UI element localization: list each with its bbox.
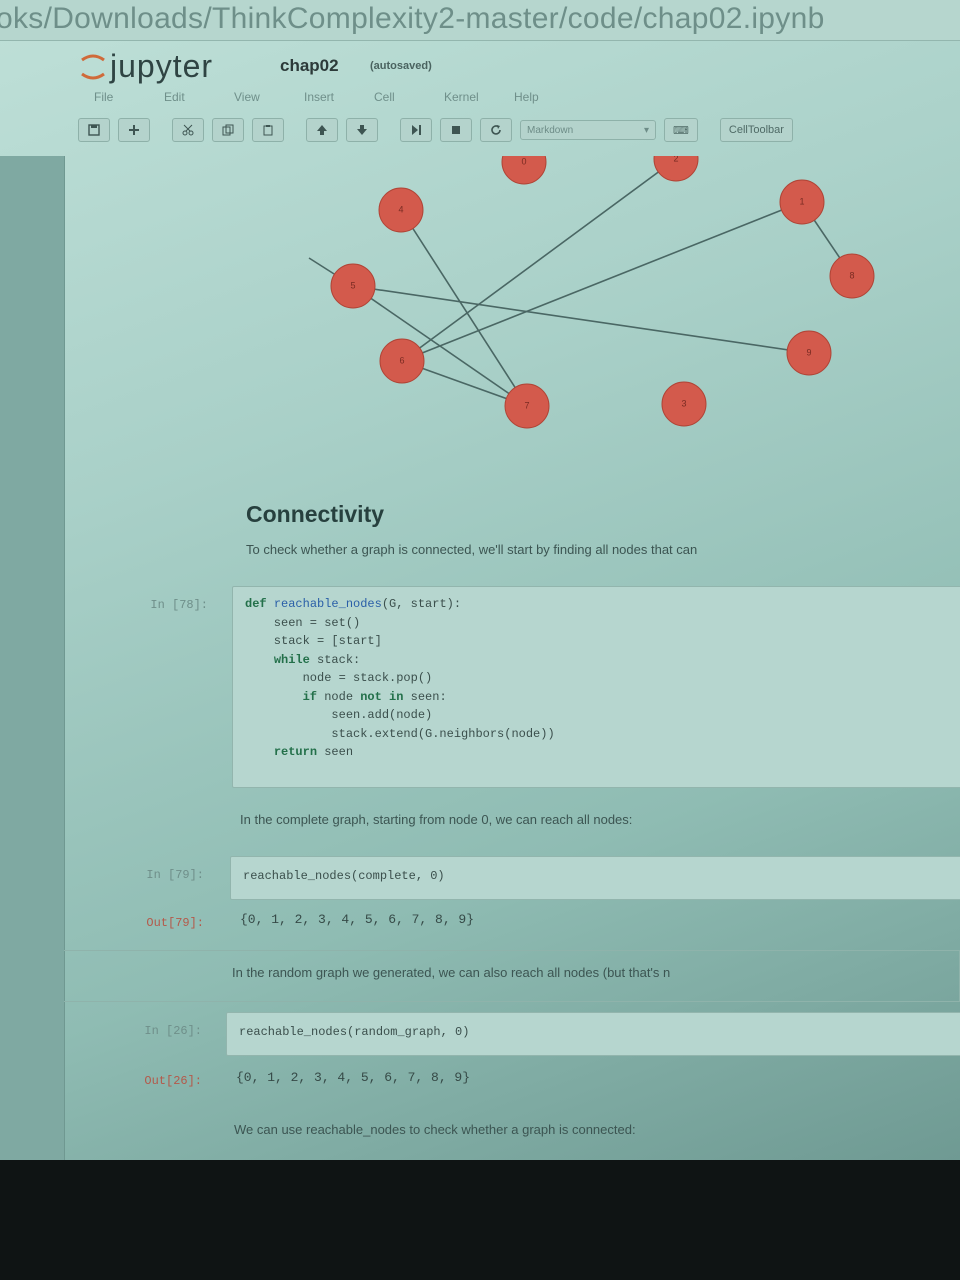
restart-icon[interactable] (480, 118, 512, 142)
svg-text:5: 5 (350, 280, 355, 290)
graph-node-5: 5 (330, 263, 376, 309)
code-line: stack = [start] (245, 634, 382, 648)
svg-text:1: 1 (799, 196, 804, 206)
celltoolbar-label: CellToolbar (728, 124, 784, 136)
move-up-icon[interactable] (306, 118, 338, 142)
graph-edge-4-7 (400, 209, 528, 407)
svg-text:2: 2 (673, 156, 678, 163)
notebook-toolbar: Markdown ▾ ⌨ CellToolbar (78, 116, 793, 144)
code-line: seen.add(node) (245, 708, 433, 722)
random-graph-paragraph: In the random graph we generated, we can… (232, 965, 671, 980)
graph-edge-6-2 (401, 158, 677, 362)
code-line: stack.extend(G.neighbors(node)) (245, 726, 555, 741)
move-down-icon[interactable] (346, 118, 378, 142)
code-line: reachable_nodes(complete, 0) (243, 869, 445, 883)
save-icon[interactable] (78, 118, 110, 142)
graph-node-3: 3 (661, 381, 707, 427)
menu-help[interactable]: Help (514, 90, 539, 104)
svg-text:8: 8 (849, 270, 854, 280)
code-line: reachable_nodes(random_graph, 0) (239, 1025, 470, 1039)
menu-cell[interactable]: Cell (374, 90, 395, 104)
stop-icon[interactable] (440, 118, 472, 142)
jupyter-header: jupyter chap02 (autosaved) File Edit Vie… (70, 44, 960, 154)
graph-nodes: 0 2 4 1 8 5 9 6 7 3 (330, 156, 875, 429)
graph-edge-5-9 (352, 285, 810, 354)
graph-node-6: 6 (379, 338, 425, 384)
input-prompt-26: In [26]: (144, 1024, 202, 1038)
notebook-container[interactable]: 0 2 4 1 8 5 9 6 7 3 Connectivity To chec… (64, 156, 960, 1160)
graph-node-9: 9 (786, 330, 832, 376)
copy-icon[interactable] (212, 118, 244, 142)
browser-address-bar[interactable]: oks/Downloads/ThinkComplexity2-master/co… (0, 0, 960, 41)
graph-output-figure: 0 2 4 1 8 5 9 6 7 3 (308, 156, 875, 429)
svg-text:0: 0 (521, 156, 526, 166)
input-prompt-79: In [79]: (146, 868, 204, 882)
graph-node-1: 1 (779, 179, 825, 225)
menu-edit[interactable]: Edit (164, 90, 185, 104)
output-prompt-79: Out[79]: (146, 916, 204, 930)
svg-text:9: 9 (806, 347, 811, 357)
keyboard-icon: ⌨ (673, 124, 689, 137)
svg-text:6: 6 (399, 355, 404, 365)
code-cell-79[interactable]: reachable_nodes(complete, 0) (230, 856, 960, 900)
code-cell-26[interactable]: reachable_nodes(random_graph, 0) (226, 1012, 960, 1056)
svg-text:4: 4 (398, 204, 403, 214)
cell-type-select[interactable]: Markdown ▾ (520, 120, 656, 140)
output-79: {0, 1, 2, 3, 4, 5, 6, 7, 8, 9} (240, 912, 475, 927)
output-26: {0, 1, 2, 3, 4, 5, 6, 7, 8, 9} (236, 1070, 471, 1085)
graph-node-2: 2 (653, 156, 699, 182)
input-prompt-78: In [78]: (150, 598, 208, 612)
jupyter-logo-icon (81, 54, 105, 80)
command-palette-button[interactable]: ⌨ (664, 118, 698, 142)
section-heading: Connectivity (246, 501, 385, 527)
use-reachable-paragraph: We can use reachable_nodes to check whet… (234, 1122, 636, 1137)
code-line: while stack: (273, 652, 361, 667)
output-prompt-26: Out[26]: (144, 1074, 202, 1088)
add-cell-icon[interactable] (118, 118, 150, 142)
code-line: def reachable_nodes(G, start): (245, 597, 462, 611)
graph-edge-6-1 (401, 201, 803, 362)
menu-view[interactable]: View (234, 90, 260, 104)
celltoolbar-button[interactable]: CellToolbar (719, 118, 793, 142)
chevron-down-icon: ▾ (643, 124, 649, 136)
svg-text:7: 7 (524, 400, 529, 410)
graph-node-8: 8 (829, 253, 875, 299)
menu-bar: File Edit View Insert Cell Kernel Help (94, 90, 584, 110)
left-margin (0, 156, 65, 1160)
url-text: oks/Downloads/ThinkComplexity2-master/co… (0, 2, 825, 35)
svg-text:3: 3 (681, 398, 686, 408)
notebook-name[interactable]: chap02 (280, 56, 339, 75)
monitor-screen: oks/Downloads/ThinkComplexity2-master/co… (0, 0, 960, 1160)
code-line: return seen (273, 745, 354, 759)
menu-insert[interactable]: Insert (304, 90, 335, 104)
menu-kernel[interactable]: Kernel (444, 90, 479, 104)
code-line: if node not in seen: (302, 689, 447, 704)
autosave-status: (autosaved) (370, 60, 432, 72)
graph-node-7: 7 (504, 383, 550, 429)
code-cell-78[interactable]: def reachable_nodes(G, start): seen = se… (232, 586, 960, 788)
code-line: node = stack.pop() (245, 671, 433, 685)
cell-type-value: Markdown (527, 124, 574, 136)
selected-markdown-cell[interactable]: In the random graph we generated, we can… (64, 950, 960, 1002)
code-line: seen = set() (245, 615, 361, 630)
paste-icon[interactable] (252, 118, 284, 142)
graph-node-0: 0 (501, 156, 547, 185)
intro-paragraph: To check whether a graph is connected, w… (246, 542, 698, 557)
monitor-bezel (0, 1160, 960, 1280)
menu-file[interactable]: File (94, 90, 114, 104)
complete-graph-paragraph: In the complete graph, starting from nod… (240, 812, 633, 827)
graph-node-4: 4 (378, 187, 424, 233)
jupyter-brand[interactable]: jupyter (110, 48, 214, 84)
run-icon[interactable] (400, 118, 432, 142)
cut-icon[interactable] (172, 118, 204, 142)
